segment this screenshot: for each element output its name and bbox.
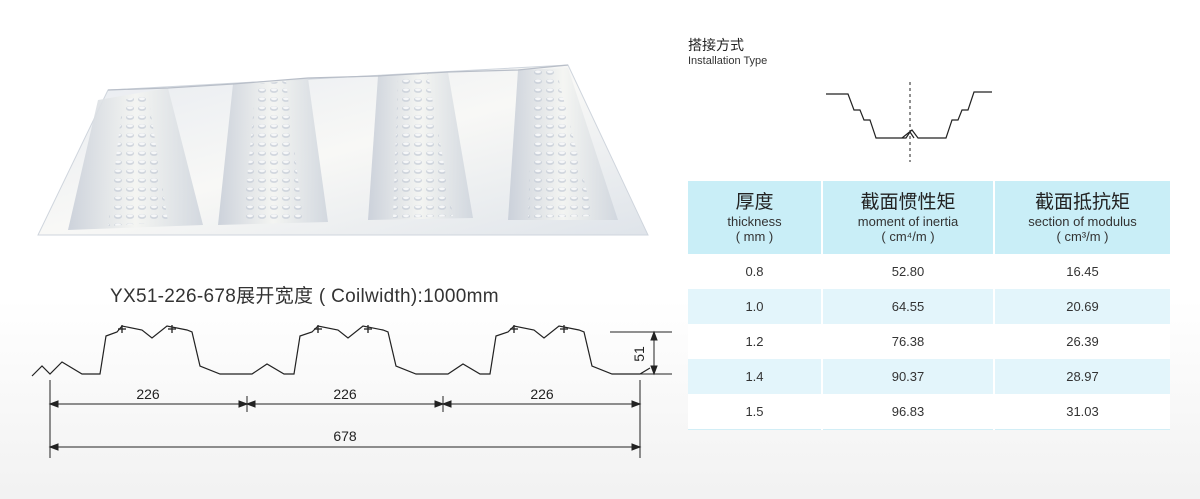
table-row: 1.4 90.37 28.97 — [688, 359, 1170, 394]
installation-diagram — [826, 82, 992, 162]
cell-thickness: 1.5 — [688, 394, 823, 430]
cell-thickness: 0.8 — [688, 254, 823, 289]
header-thickness: 厚度 thickness ( mm ) — [688, 181, 823, 254]
header-moment-of-inertia: 截面惯性矩 moment of inertia ( cm⁴/m ) — [822, 181, 995, 254]
header-en: moment of inertia — [857, 213, 959, 229]
cell-thickness: 1.2 — [688, 324, 823, 359]
cell-modulus: 16.45 — [994, 254, 1170, 289]
cell-inertia: 52.80 — [822, 254, 995, 289]
installation-title-cn: 搭接方式 — [688, 37, 744, 53]
height-dimension: 51 — [631, 346, 647, 362]
installation-title-en: Installation Type — [688, 55, 768, 67]
spec-table: 厚度 thickness ( mm ) 截面惯性矩 moment of iner… — [688, 181, 1170, 430]
cell-modulus: 20.69 — [994, 289, 1170, 324]
pitch-dimension-3: 226 — [530, 386, 554, 402]
header-section-modulus: 截面抵抗矩 section of modulus ( cm³/m ) — [994, 181, 1170, 254]
cell-thickness: 1.0 — [688, 289, 823, 324]
profile-drawing: 51 226 226 226 678 — [31, 325, 672, 458]
table-row: 0.8 52.80 16.45 — [688, 254, 1170, 289]
table-header-row: 厚度 thickness ( mm ) 截面惯性矩 moment of iner… — [688, 181, 1170, 254]
table-row: 1.2 76.38 26.39 — [688, 324, 1170, 359]
header-cn: 截面抵抗矩 — [1034, 191, 1130, 213]
header-cn: 厚度 — [735, 191, 774, 213]
header-unit: ( cm⁴/m ) — [881, 228, 935, 244]
cell-inertia: 76.38 — [822, 324, 995, 359]
header-cn: 截面惯性矩 — [860, 191, 956, 213]
profile-line — [31, 325, 651, 377]
header-unit: ( mm ) — [735, 228, 774, 244]
header-unit: ( cm³/m ) — [1056, 228, 1109, 244]
cell-inertia: 64.55 — [822, 289, 995, 324]
table-row: 1.5 96.83 31.03 — [688, 394, 1170, 430]
cell-modulus: 31.03 — [994, 394, 1170, 430]
cell-thickness: 1.4 — [688, 359, 823, 394]
cell-modulus: 26.39 — [994, 324, 1170, 359]
pitch-dimension-1: 226 — [136, 386, 160, 402]
header-en: section of modulus — [1028, 213, 1137, 229]
cell-modulus: 28.97 — [994, 359, 1170, 394]
header-en: thickness — [727, 213, 782, 229]
table-row: 1.0 64.55 20.69 — [688, 289, 1170, 324]
pitch-dimension-2: 226 — [333, 386, 357, 402]
deck-panel-photo — [37, 64, 649, 236]
cell-inertia: 96.83 — [822, 394, 995, 430]
product-caption: YX51-226-678展开宽度 ( Coilwidth):1000mm — [110, 286, 499, 307]
cell-inertia: 90.37 — [822, 359, 995, 394]
total-width-dimension: 678 — [333, 428, 357, 444]
